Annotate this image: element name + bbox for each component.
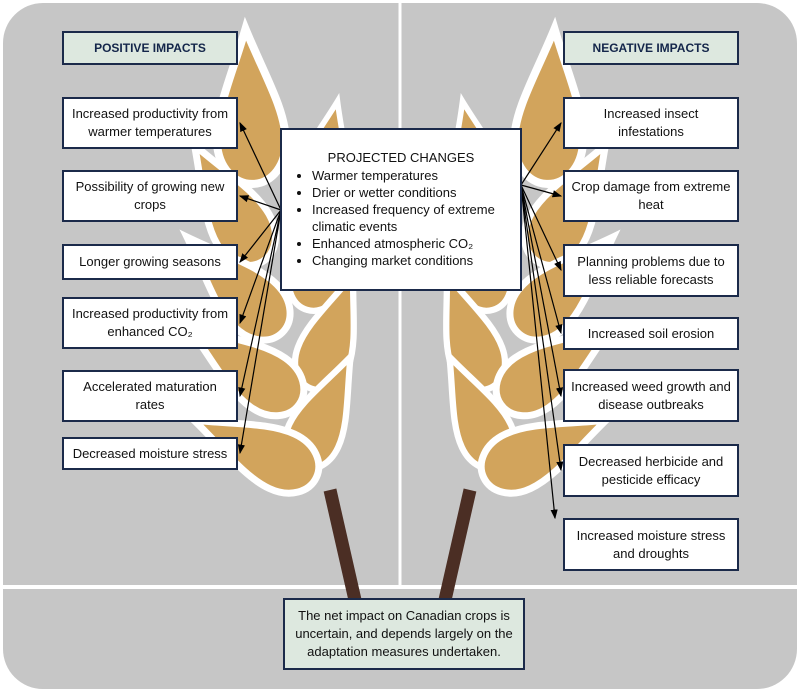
negative-impact-box: Increased insect infestations	[563, 97, 739, 149]
net-impact-note: The net impact on Canadian crops is unce…	[283, 598, 525, 670]
projected-changes-box: PROJECTED CHANGES Warmer temperatures Dr…	[280, 128, 522, 291]
arrow	[520, 121, 562, 186]
arrow	[520, 184, 562, 272]
arrow	[520, 184, 563, 198]
arrow	[520, 184, 558, 520]
arrow	[520, 184, 563, 398]
positive-impact-box: Longer growing seasons	[62, 244, 238, 280]
projected-change-item: Warmer temperatures	[312, 167, 512, 184]
stem-right	[438, 488, 477, 602]
arrow	[238, 195, 282, 211]
projected-change-item: Changing market conditions	[312, 252, 512, 269]
arrow	[238, 209, 282, 398]
arrow	[239, 121, 282, 211]
projected-changes-title: PROJECTED CHANGES	[327, 150, 475, 165]
stem-left	[323, 488, 362, 602]
negative-impact-box: Increased weed growth and disease outbre…	[563, 369, 739, 422]
arrow	[237, 209, 282, 455]
positive-impact-box: Decreased moisture stress	[62, 437, 238, 470]
negative-impact-box: Decreased herbicide and pesticide effica…	[563, 444, 739, 497]
projected-change-item: Increased frequency of extreme climatic …	[312, 201, 512, 235]
negative-impact-box: Increased soil erosion	[563, 317, 739, 350]
arrow	[239, 209, 282, 263]
arrow	[520, 184, 564, 472]
projected-change-item: Enhanced atmospheric CO₂	[312, 235, 512, 252]
arrow	[239, 209, 282, 325]
positive-impact-box: Possibility of growing new crops	[62, 170, 238, 222]
positive-impact-box: Accelerated maturation rates	[62, 370, 238, 422]
negative-impacts-header: NEGATIVE IMPACTS	[563, 31, 739, 65]
negative-impact-box: Increased moisture stress and droughts	[563, 518, 739, 571]
positive-impact-box: Increased productivity from warmer tempe…	[62, 97, 238, 149]
negative-impact-box: Crop damage from extreme heat	[563, 170, 739, 222]
positive-impact-box: Increased productivity from enhanced CO₂	[62, 297, 238, 349]
arrow	[520, 184, 563, 335]
negative-impact-box: Planning problems due to less reliable f…	[563, 244, 739, 297]
projected-change-item: Drier or wetter conditions	[312, 184, 512, 201]
positive-impacts-header: POSITIVE IMPACTS	[62, 31, 238, 65]
